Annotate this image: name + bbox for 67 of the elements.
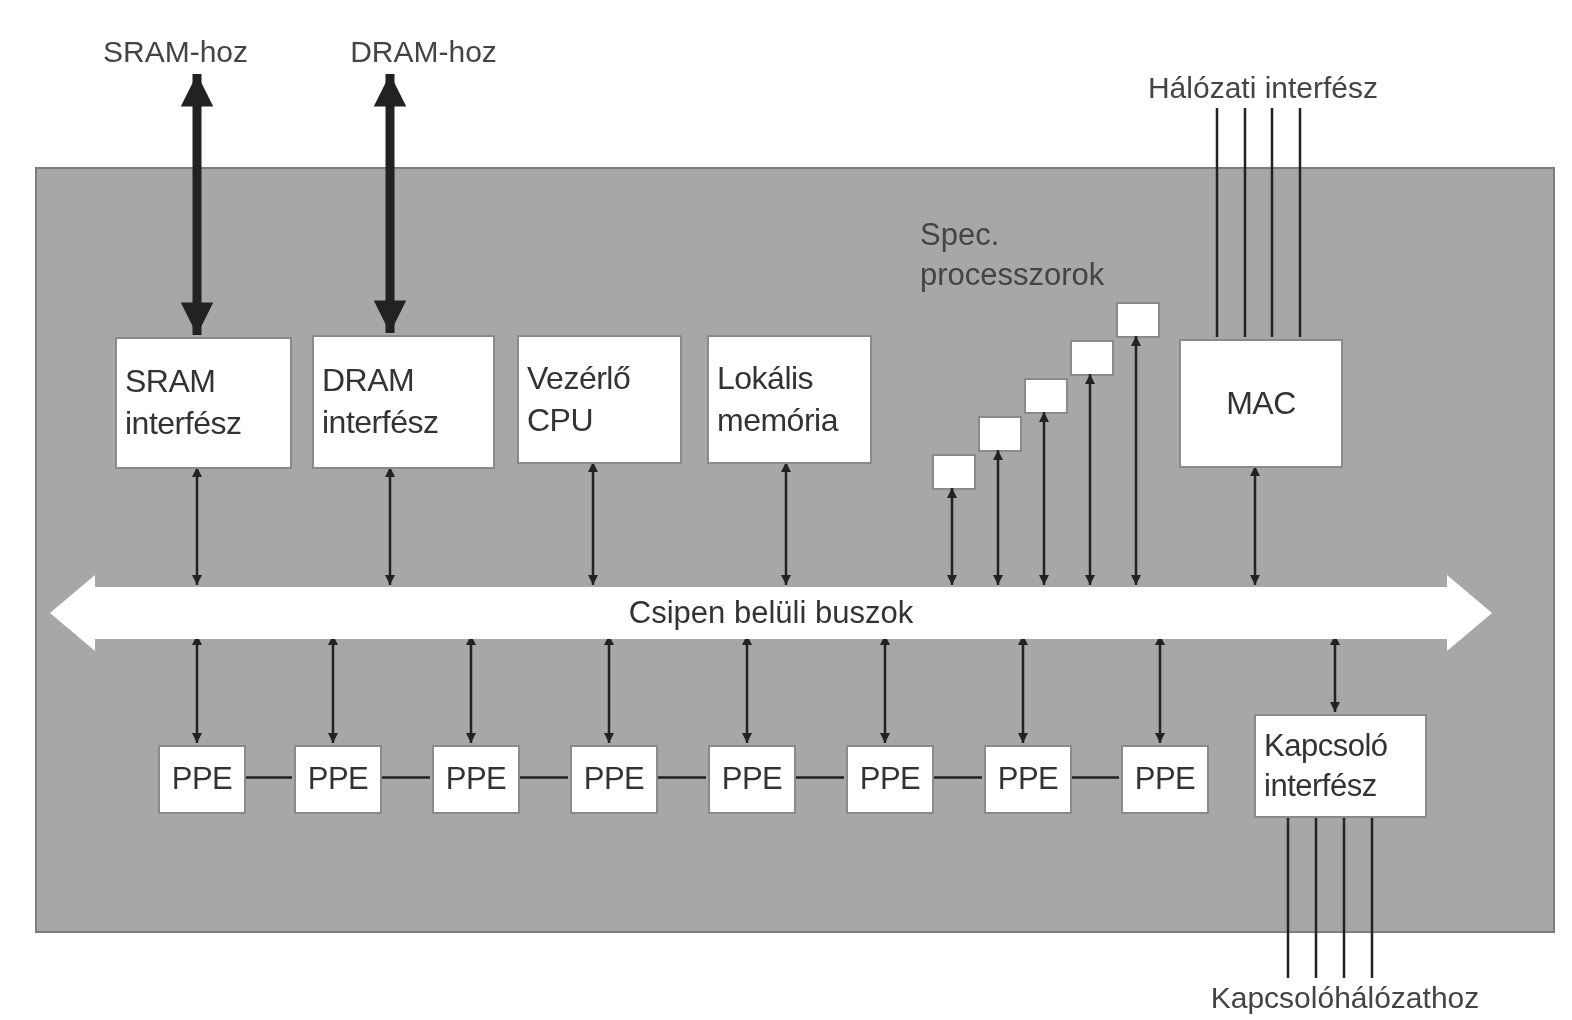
double-arrow xyxy=(947,488,957,585)
block-box xyxy=(707,335,872,464)
connector-line xyxy=(1270,108,1274,337)
target-label: DRAM-hoz xyxy=(326,32,521,74)
target-label: Kapcsolóhálózathoz xyxy=(1160,978,1530,1018)
connector-line xyxy=(1314,816,1318,978)
processor-box xyxy=(570,745,658,814)
connector-line xyxy=(932,776,982,779)
block-box xyxy=(1179,339,1343,468)
block-label: PPE xyxy=(721,760,783,799)
connector-line xyxy=(794,776,844,779)
block-label: MAC xyxy=(1226,383,1296,423)
connector-line xyxy=(1243,108,1247,337)
thick-double-arrow xyxy=(180,74,214,335)
connector-line xyxy=(1215,108,1219,337)
block-label: Kapcsoló interfész xyxy=(1264,726,1389,805)
block-label: PPE xyxy=(583,760,645,799)
connector-line xyxy=(1286,816,1290,978)
processor-box xyxy=(984,745,1072,814)
processor-box xyxy=(1070,340,1114,376)
block-label: Lokális memória xyxy=(717,358,840,440)
connector-line xyxy=(1342,816,1346,978)
processor-box xyxy=(294,745,382,814)
block-label: PPE xyxy=(859,760,921,799)
block-label: PPE xyxy=(997,760,1059,799)
processor-box xyxy=(1024,378,1068,414)
connector-line xyxy=(518,776,568,779)
double-arrow xyxy=(993,450,1003,585)
block-label: DRAM interfész xyxy=(322,361,440,442)
chip-background xyxy=(35,167,1555,933)
connector-line xyxy=(380,776,430,779)
double-arrow xyxy=(385,467,395,585)
processor-box xyxy=(432,745,520,814)
block-label: PPE xyxy=(307,760,369,799)
block-label: SRAM interfész xyxy=(125,362,243,443)
block-box xyxy=(312,335,495,469)
group-label: Spec. processzorok xyxy=(920,216,1106,295)
block-label: PPE xyxy=(1134,760,1196,799)
processor-box xyxy=(978,416,1022,452)
double-arrow xyxy=(781,462,791,585)
bus-label: Csipen belüli buszok xyxy=(628,595,914,631)
connector-line xyxy=(1298,108,1302,337)
connector-line xyxy=(1370,816,1374,978)
block-label: PPE xyxy=(445,760,507,799)
thick-double-arrow xyxy=(373,74,407,333)
processor-box xyxy=(932,454,976,490)
block-box xyxy=(115,337,292,469)
processor-box xyxy=(1116,302,1160,338)
block-box xyxy=(1254,714,1427,818)
block-label: PPE xyxy=(171,760,233,799)
double-arrow xyxy=(1131,336,1141,585)
connector-line xyxy=(1070,776,1119,779)
connector-line xyxy=(244,776,292,779)
double-arrow xyxy=(1250,466,1260,585)
target-label: SRAM-hoz xyxy=(78,32,273,74)
processor-box xyxy=(1121,745,1209,814)
block-box xyxy=(517,335,682,464)
processor-box xyxy=(158,745,246,814)
double-arrow xyxy=(588,462,598,585)
connector-line xyxy=(656,776,706,779)
block-label: Vezérlő CPU xyxy=(527,358,632,440)
interface-label: Hálózati interfész xyxy=(1108,68,1418,108)
double-arrow xyxy=(1085,374,1095,585)
double-arrow xyxy=(192,467,202,585)
double-arrow xyxy=(1039,412,1049,585)
processor-box xyxy=(846,745,934,814)
processor-box xyxy=(708,745,796,814)
